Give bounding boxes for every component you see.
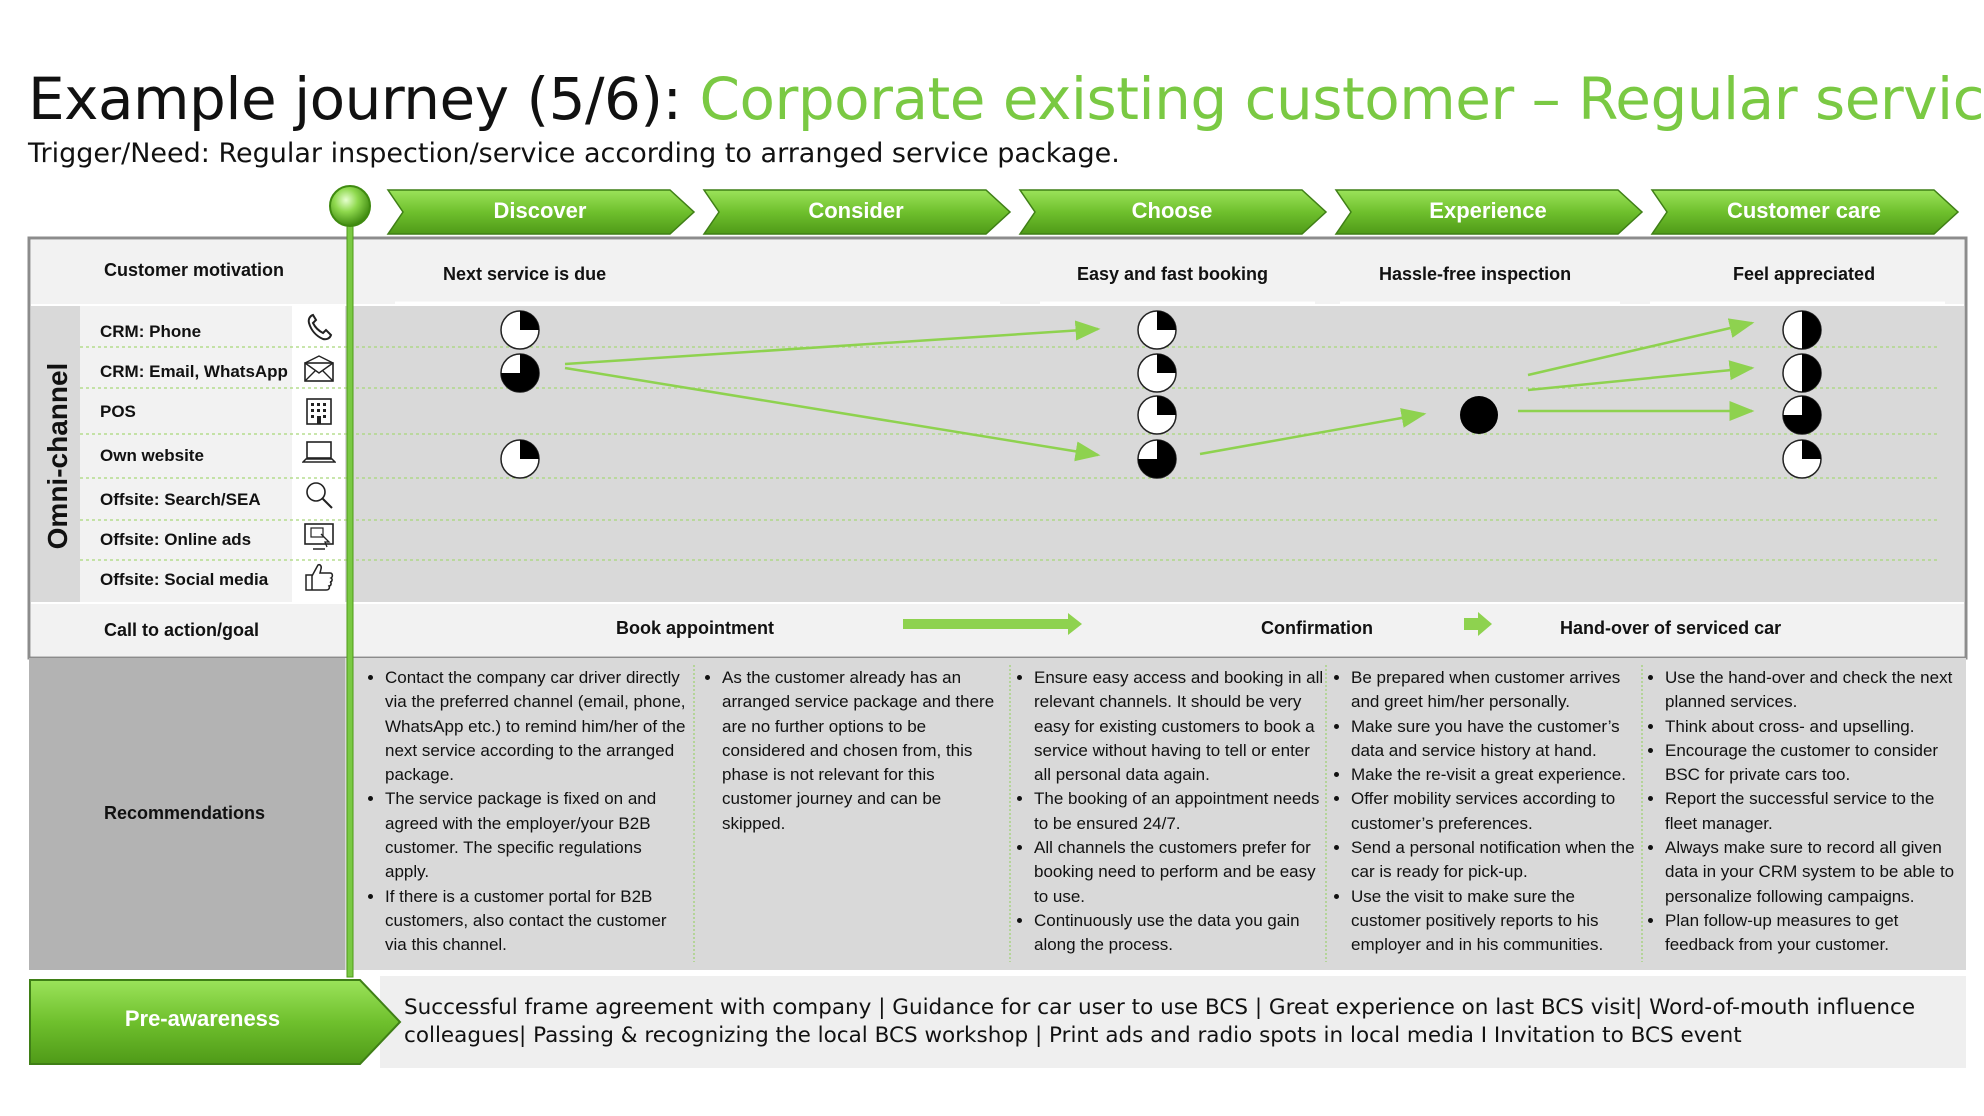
cta-item: Book appointment: [616, 618, 774, 638]
recommendation-item: The booking of an appointment needs to b…: [1034, 787, 1326, 836]
envelope-icon: [300, 352, 338, 386]
channel-label: Own website: [100, 446, 204, 465]
recommendation-column-choose: Ensure easy access and booking in all re…: [1014, 666, 1326, 958]
magnifier-icon: [300, 478, 338, 512]
harvey-ball: [500, 353, 540, 393]
building-icon: [300, 394, 338, 428]
phase-choose: Choose: [1131, 198, 1213, 223]
recommendation-item: Be prepared when customer arrives and gr…: [1351, 666, 1641, 715]
recommendation-item: Continuously use the data you gain along…: [1034, 909, 1326, 958]
recommendation-item: Make sure you have the customer’s data a…: [1351, 715, 1641, 764]
monitor-ad-icon: [300, 520, 338, 554]
cta-arrow-1: [903, 613, 1082, 635]
title-black: Example journey (5/6):: [28, 65, 700, 133]
harvey-ball: [1137, 310, 1177, 350]
phase-customer-care: Customer care: [1726, 198, 1882, 223]
motivation-item: Next service is due: [443, 264, 607, 284]
recommendation-item: Make the re-visit a great experience.: [1351, 763, 1641, 787]
subtitle: Trigger/Need: Regular inspection/service…: [28, 138, 1120, 169]
harvey-ball: [1137, 353, 1177, 393]
pre-awareness-band: [380, 976, 1966, 1068]
harvey-ball: [1782, 353, 1822, 393]
channel-label: Offsite: Search/SEA: [100, 490, 261, 509]
harvey-ball: [500, 310, 540, 350]
thumbs-up-icon: [300, 560, 338, 594]
harvey-ball: [1460, 396, 1498, 434]
motivation-item: Hassle-free inspection: [1379, 264, 1572, 284]
recommendation-item: Encourage the customer to consider BSC f…: [1665, 739, 1963, 788]
recommendation-item: Send a personal notification when the ca…: [1351, 836, 1641, 885]
recommendation-item: All channels the customers prefer for bo…: [1034, 836, 1326, 909]
phase-arrows: [386, 189, 1960, 235]
motivation-item: Easy and fast booking: [1077, 264, 1269, 284]
recommendation-item: Always make sure to record all given dat…: [1665, 836, 1963, 909]
motivation-row: [31, 240, 1964, 304]
laptop-icon: [300, 436, 338, 470]
recommendations-label: Recommendations: [104, 803, 266, 823]
harvey-ball: [1782, 395, 1822, 435]
phase-experience: Experience: [1429, 198, 1547, 223]
recommendation-column-consider: As the customer already has an arranged …: [702, 666, 1002, 836]
cta-item: Confirmation: [1261, 618, 1373, 638]
recommendation-item: Think about cross- and upselling.: [1665, 715, 1963, 739]
recommendation-item: Plan follow-up measures to get feedback …: [1665, 909, 1963, 958]
recommendation-item: Use the hand-over and check the next pla…: [1665, 666, 1963, 715]
recommendation-column-discover: Contact the company car driver directly …: [365, 666, 690, 958]
harvey-ball: [1137, 395, 1177, 435]
channel-label: Offsite: Online ads: [100, 530, 252, 549]
harvey-ball: [1782, 310, 1822, 350]
harvey-ball: [1782, 439, 1822, 479]
harvey-ball: [1137, 439, 1177, 479]
channel-label: Offsite: Social media: [100, 570, 269, 589]
phone-icon: [300, 310, 338, 344]
harvey-balls: [500, 310, 1822, 479]
pre-awareness-text: Successful frame agreement with company …: [404, 995, 1916, 1048]
cta-label: Call to action/goal: [104, 620, 260, 640]
timeline-start-ball: [329, 185, 371, 227]
pre-awareness-arrow: [29, 979, 402, 1065]
motivation-item: Feel appreciated: [1733, 264, 1876, 284]
channel-label: POS: [100, 402, 136, 421]
cta-item: Hand-over of serviced car: [1560, 618, 1782, 638]
recommendation-column-customer-care: Use the hand-over and check the next pla…: [1645, 666, 1963, 958]
phase-discover: Discover: [493, 198, 587, 223]
pre-awareness-label: Pre-awareness: [124, 1006, 281, 1031]
harvey-ball: [500, 439, 540, 479]
recommendation-item: If there is a customer portal for B2B cu…: [385, 885, 690, 958]
cta-arrow-2: [1464, 612, 1492, 636]
phase-consider: Consider: [808, 198, 904, 223]
recommendation-column-experience: Be prepared when customer arrives and gr…: [1331, 666, 1641, 958]
page-title: Example journey (5/6): Corporate existin…: [28, 58, 1984, 140]
recommendation-item: Use the visit to make sure the customer …: [1351, 885, 1641, 958]
channel-label: CRM: Phone: [100, 322, 202, 341]
channel-gridlines: [80, 346, 1940, 561]
recommendation-item: As the customer already has an arranged …: [722, 666, 1002, 836]
recommendation-item: Ensure easy access and booking in all re…: [1034, 666, 1326, 787]
title-green: Corporate existing customer – Regular se…: [699, 65, 1984, 133]
channel-label: CRM: Email, WhatsApp: [100, 362, 288, 381]
omni-channel-label: Omni-channel: [42, 362, 73, 550]
recommendation-item: Report the successful service to the fle…: [1665, 787, 1963, 836]
recommendation-item: Contact the company car driver directly …: [385, 666, 690, 787]
timeline-bar: [346, 204, 354, 978]
recommendation-item: Offer mobility services according to cus…: [1351, 787, 1641, 836]
motivation-label: Customer motivation: [104, 260, 285, 280]
flow-arrows: [564, 318, 1755, 462]
recommendation-item: The service package is fixed on and agre…: [385, 787, 690, 884]
